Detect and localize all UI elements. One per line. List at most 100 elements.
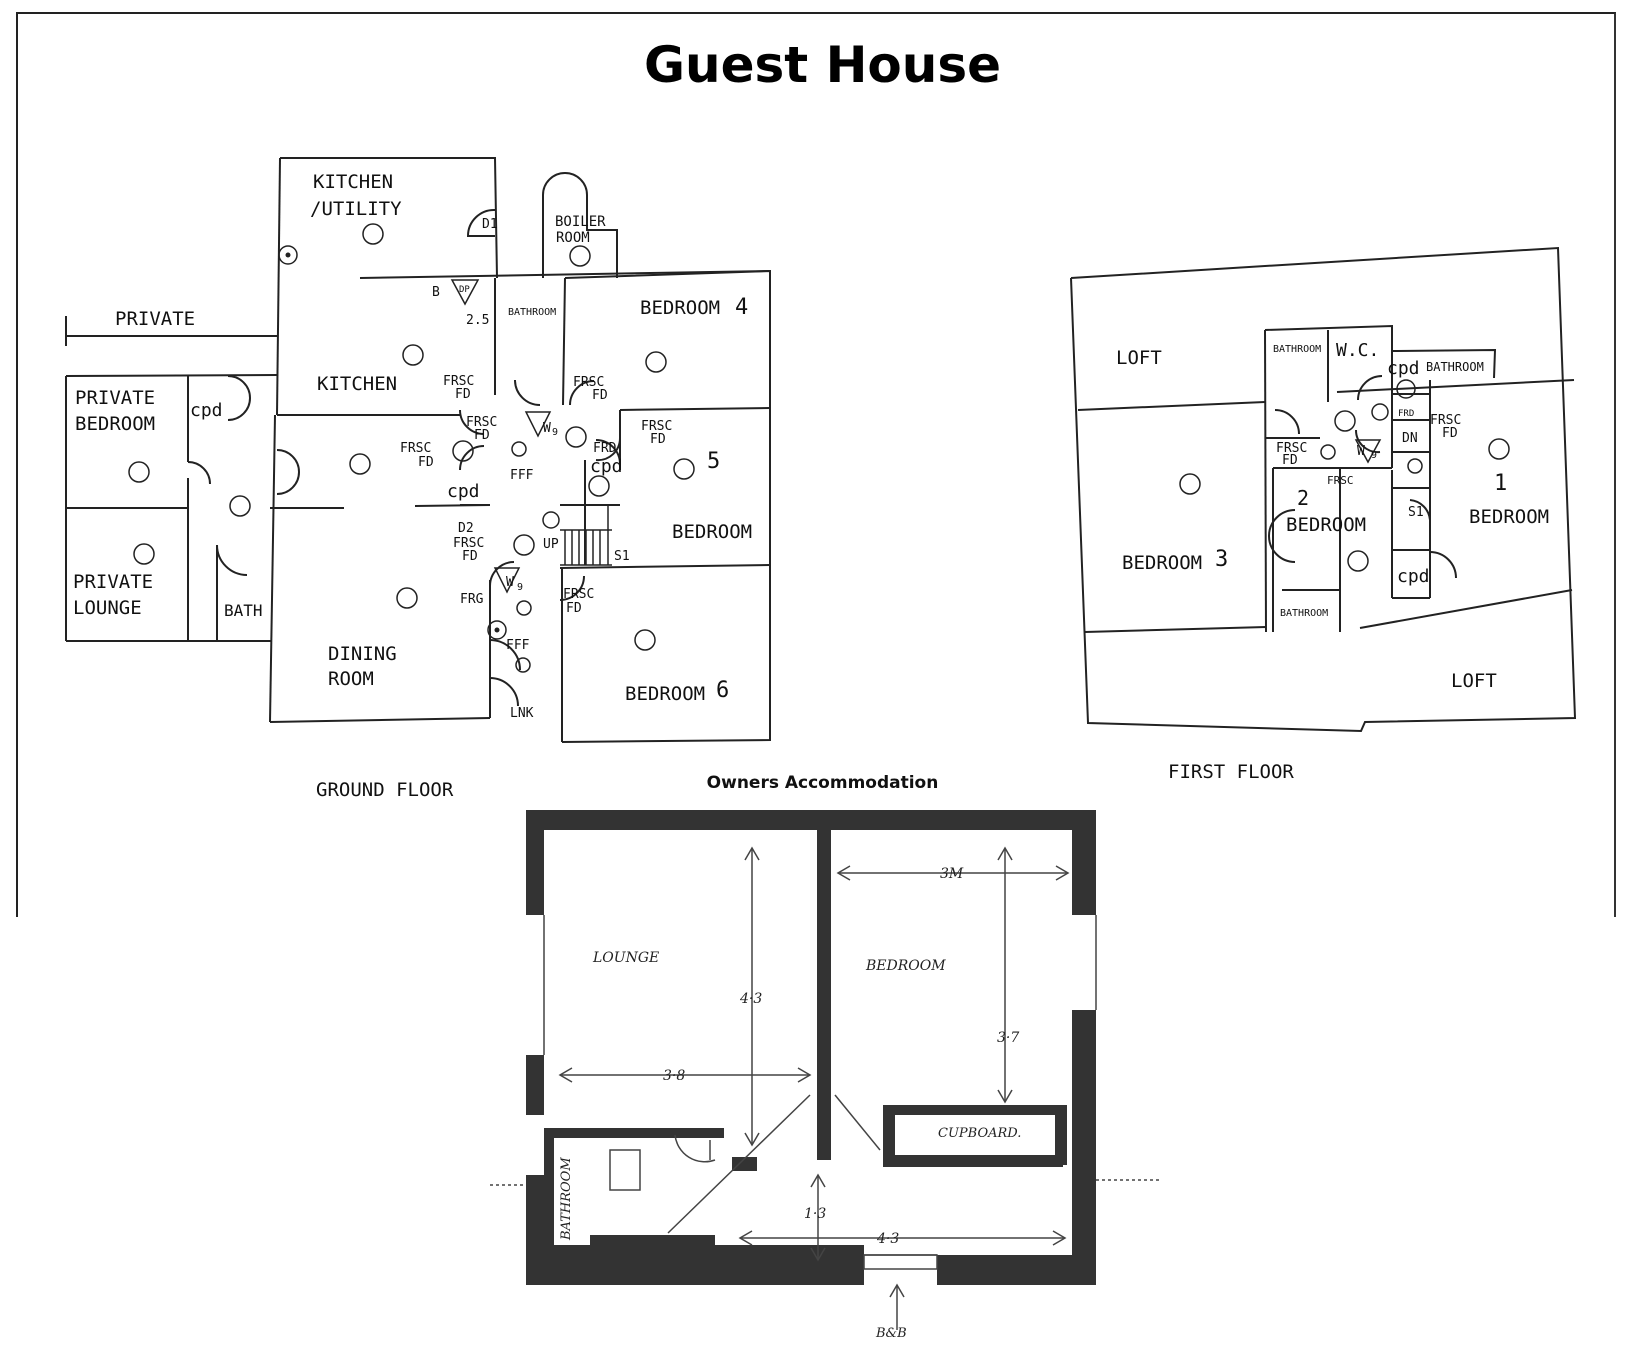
smoke-detector-icon	[634, 629, 656, 651]
label-bedroom-1: BEDROOM	[1469, 506, 1549, 528]
label-fd: FD	[566, 601, 582, 616]
first-floor-caption: FIRST FLOOR	[1168, 761, 1294, 783]
smoke-detector-icon	[1334, 410, 1356, 432]
smoke-detector-icon	[645, 351, 667, 373]
smoke-detector-icon	[128, 461, 150, 483]
label-s1: S1	[614, 549, 630, 564]
smoke-detector-icon	[1347, 550, 1369, 572]
label-bedroom-5: BEDROOM	[672, 521, 752, 543]
label-frd: FRD	[1398, 409, 1414, 419]
dimension-lounge-width: 3·8	[663, 1068, 685, 1084]
owners-bathroom-label: BATHROOM	[559, 1157, 574, 1241]
smoke-detector-icon	[1488, 438, 1510, 460]
label-private-lounge: PRIVATE	[73, 571, 153, 593]
alarm-icon	[1320, 444, 1336, 460]
alarm-icon	[542, 511, 560, 529]
owners-title: Owners Accommodation	[706, 773, 939, 793]
label-bedroom-3-number: 3	[1215, 547, 1228, 572]
call-point-icon	[278, 245, 298, 265]
label-bedroom-4: BEDROOM	[640, 297, 720, 319]
label-dp: DP	[459, 285, 470, 295]
dimension-bedroom-height: 3·7	[997, 1030, 1019, 1046]
extinguisher-icon	[515, 657, 531, 673]
water-icon	[524, 411, 552, 438]
label-cpd: cpd	[447, 481, 480, 502]
label-frsc: FRSC	[400, 441, 431, 456]
label-kitchen-utility: /UTILITY	[310, 198, 402, 220]
label-bedroom-6-number: 6	[716, 678, 729, 703]
owners-cupboard-label: CUPBOARD.	[938, 1126, 1021, 1141]
label-loft: LOFT	[1116, 347, 1162, 369]
label-loft: LOFT	[1451, 670, 1497, 692]
owners-lounge-label: LOUNGE	[592, 950, 659, 966]
label-frd: FRD	[593, 441, 617, 456]
label-bedroom-5-number: 5	[707, 449, 720, 474]
smoke-detector-icon	[569, 245, 591, 267]
label-bedroom-4-number: 4	[735, 295, 748, 320]
label-b: B	[432, 285, 440, 300]
label-w-value: 9	[1371, 450, 1377, 461]
label-bedroom-3: BEDROOM	[1122, 552, 1202, 574]
smoke-detector-icon	[133, 543, 155, 565]
water-icon	[1354, 439, 1382, 464]
smoke-detector-icon	[1396, 379, 1416, 399]
label-bedroom-2: BEDROOM	[1286, 514, 1366, 536]
label-cpd: cpd	[190, 400, 223, 421]
label-private: PRIVATE	[115, 308, 195, 330]
dimension-bedroom-width: 3M	[940, 866, 964, 882]
label-frg: FRG	[460, 592, 484, 607]
label-frsc: FRSC	[1327, 474, 1354, 487]
owners-bedroom-label: BEDROOM	[865, 958, 946, 974]
dry-powder-icon	[450, 279, 480, 306]
label-cpd: cpd	[1387, 358, 1420, 379]
label-fd: FD	[462, 549, 478, 564]
label-frsc: FRSC	[466, 415, 497, 430]
label-up: UP	[543, 537, 559, 552]
label-private-bedroom: BEDROOM	[75, 413, 155, 435]
dimension-hall-width: 4·3	[876, 1231, 899, 1247]
label-frsc: FRSC	[563, 587, 594, 602]
label-w: W	[1357, 444, 1365, 459]
call-point-icon	[1371, 403, 1389, 421]
owners-entrance-label: B&B	[875, 1326, 907, 1341]
label-w: W	[506, 575, 514, 590]
label-w-value: 9	[517, 582, 523, 593]
label-frsc: FRSC	[641, 419, 672, 434]
label-d1: D1	[482, 217, 498, 232]
extinguisher-icon	[516, 600, 532, 616]
label-bathroom: BATHROOM	[1280, 608, 1328, 619]
page-frame	[16, 12, 1616, 917]
label-fd: FD	[418, 455, 434, 470]
smoke-detector-icon	[513, 534, 535, 556]
label-w: W	[543, 421, 551, 436]
label-bath: BATH	[224, 601, 263, 620]
label-dining-room: DINING	[328, 643, 397, 665]
label-bathroom: BATHROOM	[1273, 344, 1321, 355]
smoke-detector-icon	[565, 426, 587, 448]
label-dn: DN	[1402, 431, 1418, 446]
smoke-detector-icon	[396, 587, 418, 609]
label-wc: W.C.	[1336, 340, 1379, 361]
heat-detector-icon	[402, 344, 424, 366]
smoke-detector-icon	[673, 458, 695, 480]
label-w-value: 9	[552, 427, 558, 438]
label-cpd: cpd	[1397, 566, 1430, 587]
label-frsc: FRSC	[443, 374, 474, 389]
label-kitchen: KITCHEN	[317, 373, 397, 395]
ground-floor-caption: GROUND FLOOR	[316, 779, 454, 801]
label-fff: FFF	[510, 468, 534, 483]
label-cpd: cpd	[590, 456, 623, 477]
label-frsc: FRSC	[573, 375, 604, 390]
label-fd: FD	[474, 428, 490, 443]
alarm-icon	[1407, 458, 1423, 474]
label-s1: S1	[1408, 505, 1424, 520]
smoke-detector-icon	[349, 453, 371, 475]
label-bedroom-2-number: 2	[1297, 486, 1309, 510]
label-frsc: FRSC	[1276, 441, 1307, 456]
smoke-detector-icon	[229, 495, 251, 517]
page-title: Guest House	[643, 36, 1002, 94]
label-bedroom-6: BEDROOM	[625, 683, 705, 705]
water-icon	[493, 567, 521, 594]
